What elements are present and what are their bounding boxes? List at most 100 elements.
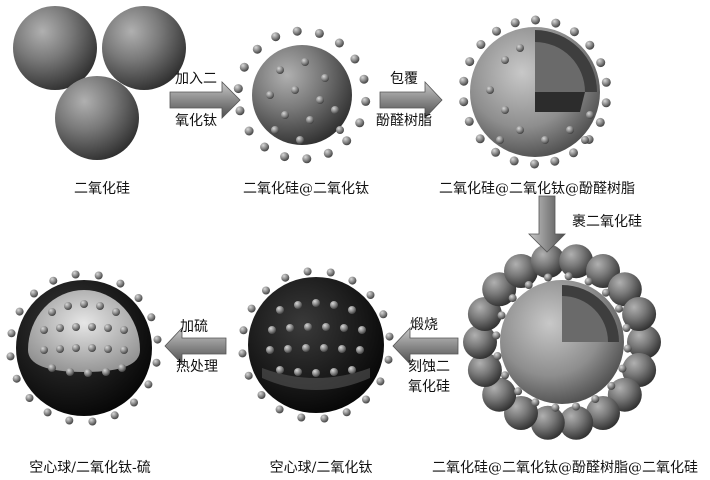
tio2-dot <box>607 382 615 390</box>
tio2-dot <box>550 157 559 166</box>
tio2-dot <box>492 27 501 36</box>
tio2-dot <box>276 66 284 74</box>
tio2-dot <box>585 41 594 50</box>
tio2-dot <box>239 349 247 357</box>
tio2-dot <box>335 39 344 48</box>
tio2-dot <box>615 305 623 313</box>
tio2-dot <box>294 368 302 376</box>
tio2-dot <box>492 331 500 339</box>
tio2-dot <box>516 126 524 134</box>
hollow-tio2-particle <box>239 268 394 423</box>
tio2-dot <box>379 310 387 318</box>
tio2-dot <box>66 368 74 376</box>
tio2-dot <box>570 27 579 36</box>
tio2-dot <box>572 403 580 411</box>
step-label-calcine-line1: 煅烧 <box>410 316 438 334</box>
tio2-dot <box>358 326 366 334</box>
step-label-calcine-line2: 刻蚀二 <box>408 358 450 376</box>
tio2-dot <box>496 136 504 144</box>
tio2-dot <box>525 281 533 289</box>
tio2-dot <box>330 301 338 309</box>
tio2-dot <box>336 126 344 134</box>
step-label-add-tio2-line1: 加入二 <box>175 70 217 88</box>
tio2-dot <box>316 96 324 104</box>
tio2-dot <box>280 152 289 161</box>
tio2-dot <box>531 16 540 25</box>
hollow-tio2-sulfur-particle <box>7 271 162 426</box>
tio2-dot <box>120 346 128 354</box>
tio2-dot <box>322 323 330 331</box>
step-label-add-tio2-line2: 氧化钛 <box>175 112 217 130</box>
tio2-dot <box>260 143 269 152</box>
tio2-dot <box>530 160 539 169</box>
tio2-dot <box>459 77 468 86</box>
tio2-dot <box>330 368 338 376</box>
tio2-dot <box>509 294 517 302</box>
tio2-dot <box>596 58 605 67</box>
tio2-dot <box>516 44 524 52</box>
tio2-dot <box>253 45 262 54</box>
tio2-dot <box>501 56 509 64</box>
tio2-dot <box>236 106 245 115</box>
step-label-coat-line2: 酚醛树脂 <box>376 112 432 130</box>
tio2-dot <box>386 333 394 341</box>
tio2-dot <box>362 396 370 404</box>
tio2-dot <box>498 311 506 319</box>
tio2-dot <box>240 326 248 334</box>
tio2-dot <box>48 364 56 372</box>
tio2-dot <box>276 366 284 374</box>
tio2-dot <box>486 86 494 94</box>
silica-wrapped-particle <box>463 244 661 440</box>
tio2-dot <box>276 405 284 413</box>
tio2-dot <box>7 352 15 360</box>
tio2-dot <box>511 18 520 27</box>
tio2-dot <box>566 126 574 134</box>
tio2-dot <box>291 86 299 94</box>
tio2-dot <box>281 274 289 282</box>
tio2-dot <box>465 117 474 126</box>
tio2-dot <box>293 27 302 36</box>
cutaway-floor <box>535 92 585 112</box>
tio2-dot <box>8 329 16 337</box>
tio2-dot <box>376 377 384 385</box>
tio2-dot <box>80 300 88 308</box>
tio2-dot <box>284 345 292 353</box>
tio2-dot <box>56 324 64 332</box>
tio2-dot <box>304 323 312 331</box>
caption-silica-tio2-resin-silica: 二氧化硅@二氧化钛@酚醛树脂@二氧化硅 <box>425 457 705 477</box>
tio2-dot <box>154 336 162 344</box>
tio2-dot <box>618 365 626 373</box>
tio2-dot <box>348 277 356 285</box>
tio2-dot <box>96 302 104 310</box>
tio2-dot <box>596 118 605 127</box>
tio2-dot <box>501 106 509 114</box>
tio2-dot <box>569 148 578 157</box>
tio2-dot <box>271 32 280 41</box>
tio2-dot <box>544 274 552 282</box>
tio2-dot <box>84 369 92 377</box>
tio2-dot <box>320 344 328 352</box>
tio2-dot <box>147 313 155 321</box>
tio2-dot <box>302 154 311 163</box>
tio2-dot <box>44 408 52 416</box>
tio2-dot <box>276 306 284 314</box>
caption-silica-tio2: 二氧化硅@二氧化钛 <box>231 178 381 198</box>
tio2-dot <box>465 57 474 66</box>
tio2-dot <box>258 391 266 399</box>
tio2-dot <box>234 84 243 93</box>
silica-sphere <box>13 6 97 90</box>
tio2-dot <box>602 289 610 297</box>
tio2-dot <box>321 74 329 82</box>
tio2-dot <box>118 364 126 372</box>
tio2-dot <box>248 305 256 313</box>
tio2-dot <box>95 272 103 280</box>
tio2-dot <box>360 75 369 84</box>
tio2-dot <box>286 324 294 332</box>
step-label-wrap-sio2: 裹二氧化硅 <box>572 213 642 231</box>
tio2-dot <box>26 394 34 402</box>
tio2-dot <box>49 277 57 285</box>
tio2-dot <box>144 380 152 388</box>
tio2-dot <box>602 78 611 87</box>
tio2-dot <box>501 371 509 379</box>
tio2-dot <box>367 291 375 299</box>
